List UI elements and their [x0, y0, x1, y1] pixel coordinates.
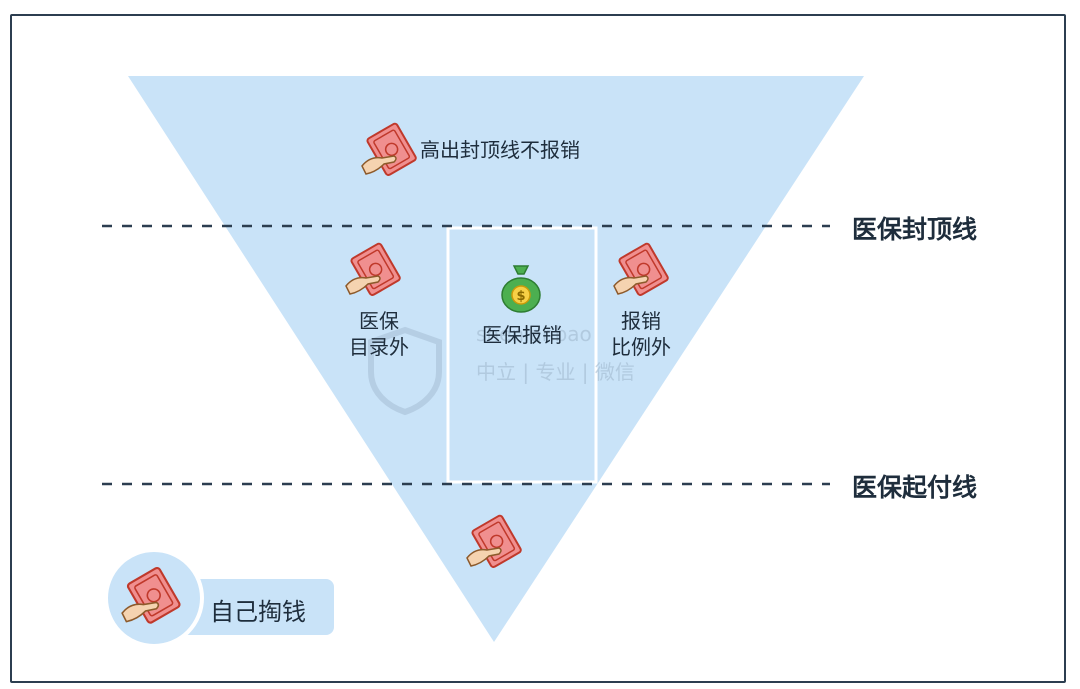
reimbursement-column: [446, 226, 598, 484]
funnel-triangle: [128, 76, 864, 642]
money-bag-icon: $: [501, 265, 541, 313]
ceiling-line-label: 医保封顶线: [852, 215, 978, 244]
above-ceiling-label: 高出封顶线不报销: [420, 138, 580, 162]
money-hand-icon: [613, 242, 669, 296]
diagram-frame: [10, 14, 1066, 683]
outside-ratio-label-line1: 报销: [621, 309, 661, 333]
watermark-line2: 中立 | 专业 | 微信: [476, 360, 635, 384]
legend-pill: [178, 579, 334, 635]
outside-catalog-label-line1: 医保: [359, 309, 399, 333]
money-hand-icon: [121, 566, 181, 624]
money-hand-icon: [361, 122, 417, 176]
legend-label: 自己掏钱: [210, 598, 306, 626]
deductible-line-label: 医保起付线: [852, 473, 978, 502]
money-hand-icon: [466, 514, 522, 568]
shield-watermark-icon: [368, 326, 442, 416]
outside-catalog-label-line2: 目录外: [349, 335, 409, 359]
watermark-line1: shenlanbao: [476, 322, 592, 346]
svg-text:$: $: [516, 289, 525, 304]
outside-ratio-label-line2: 比例外: [611, 335, 671, 359]
reimbursement-label: 医保报销: [482, 323, 562, 347]
money-hand-icon: [345, 242, 401, 296]
